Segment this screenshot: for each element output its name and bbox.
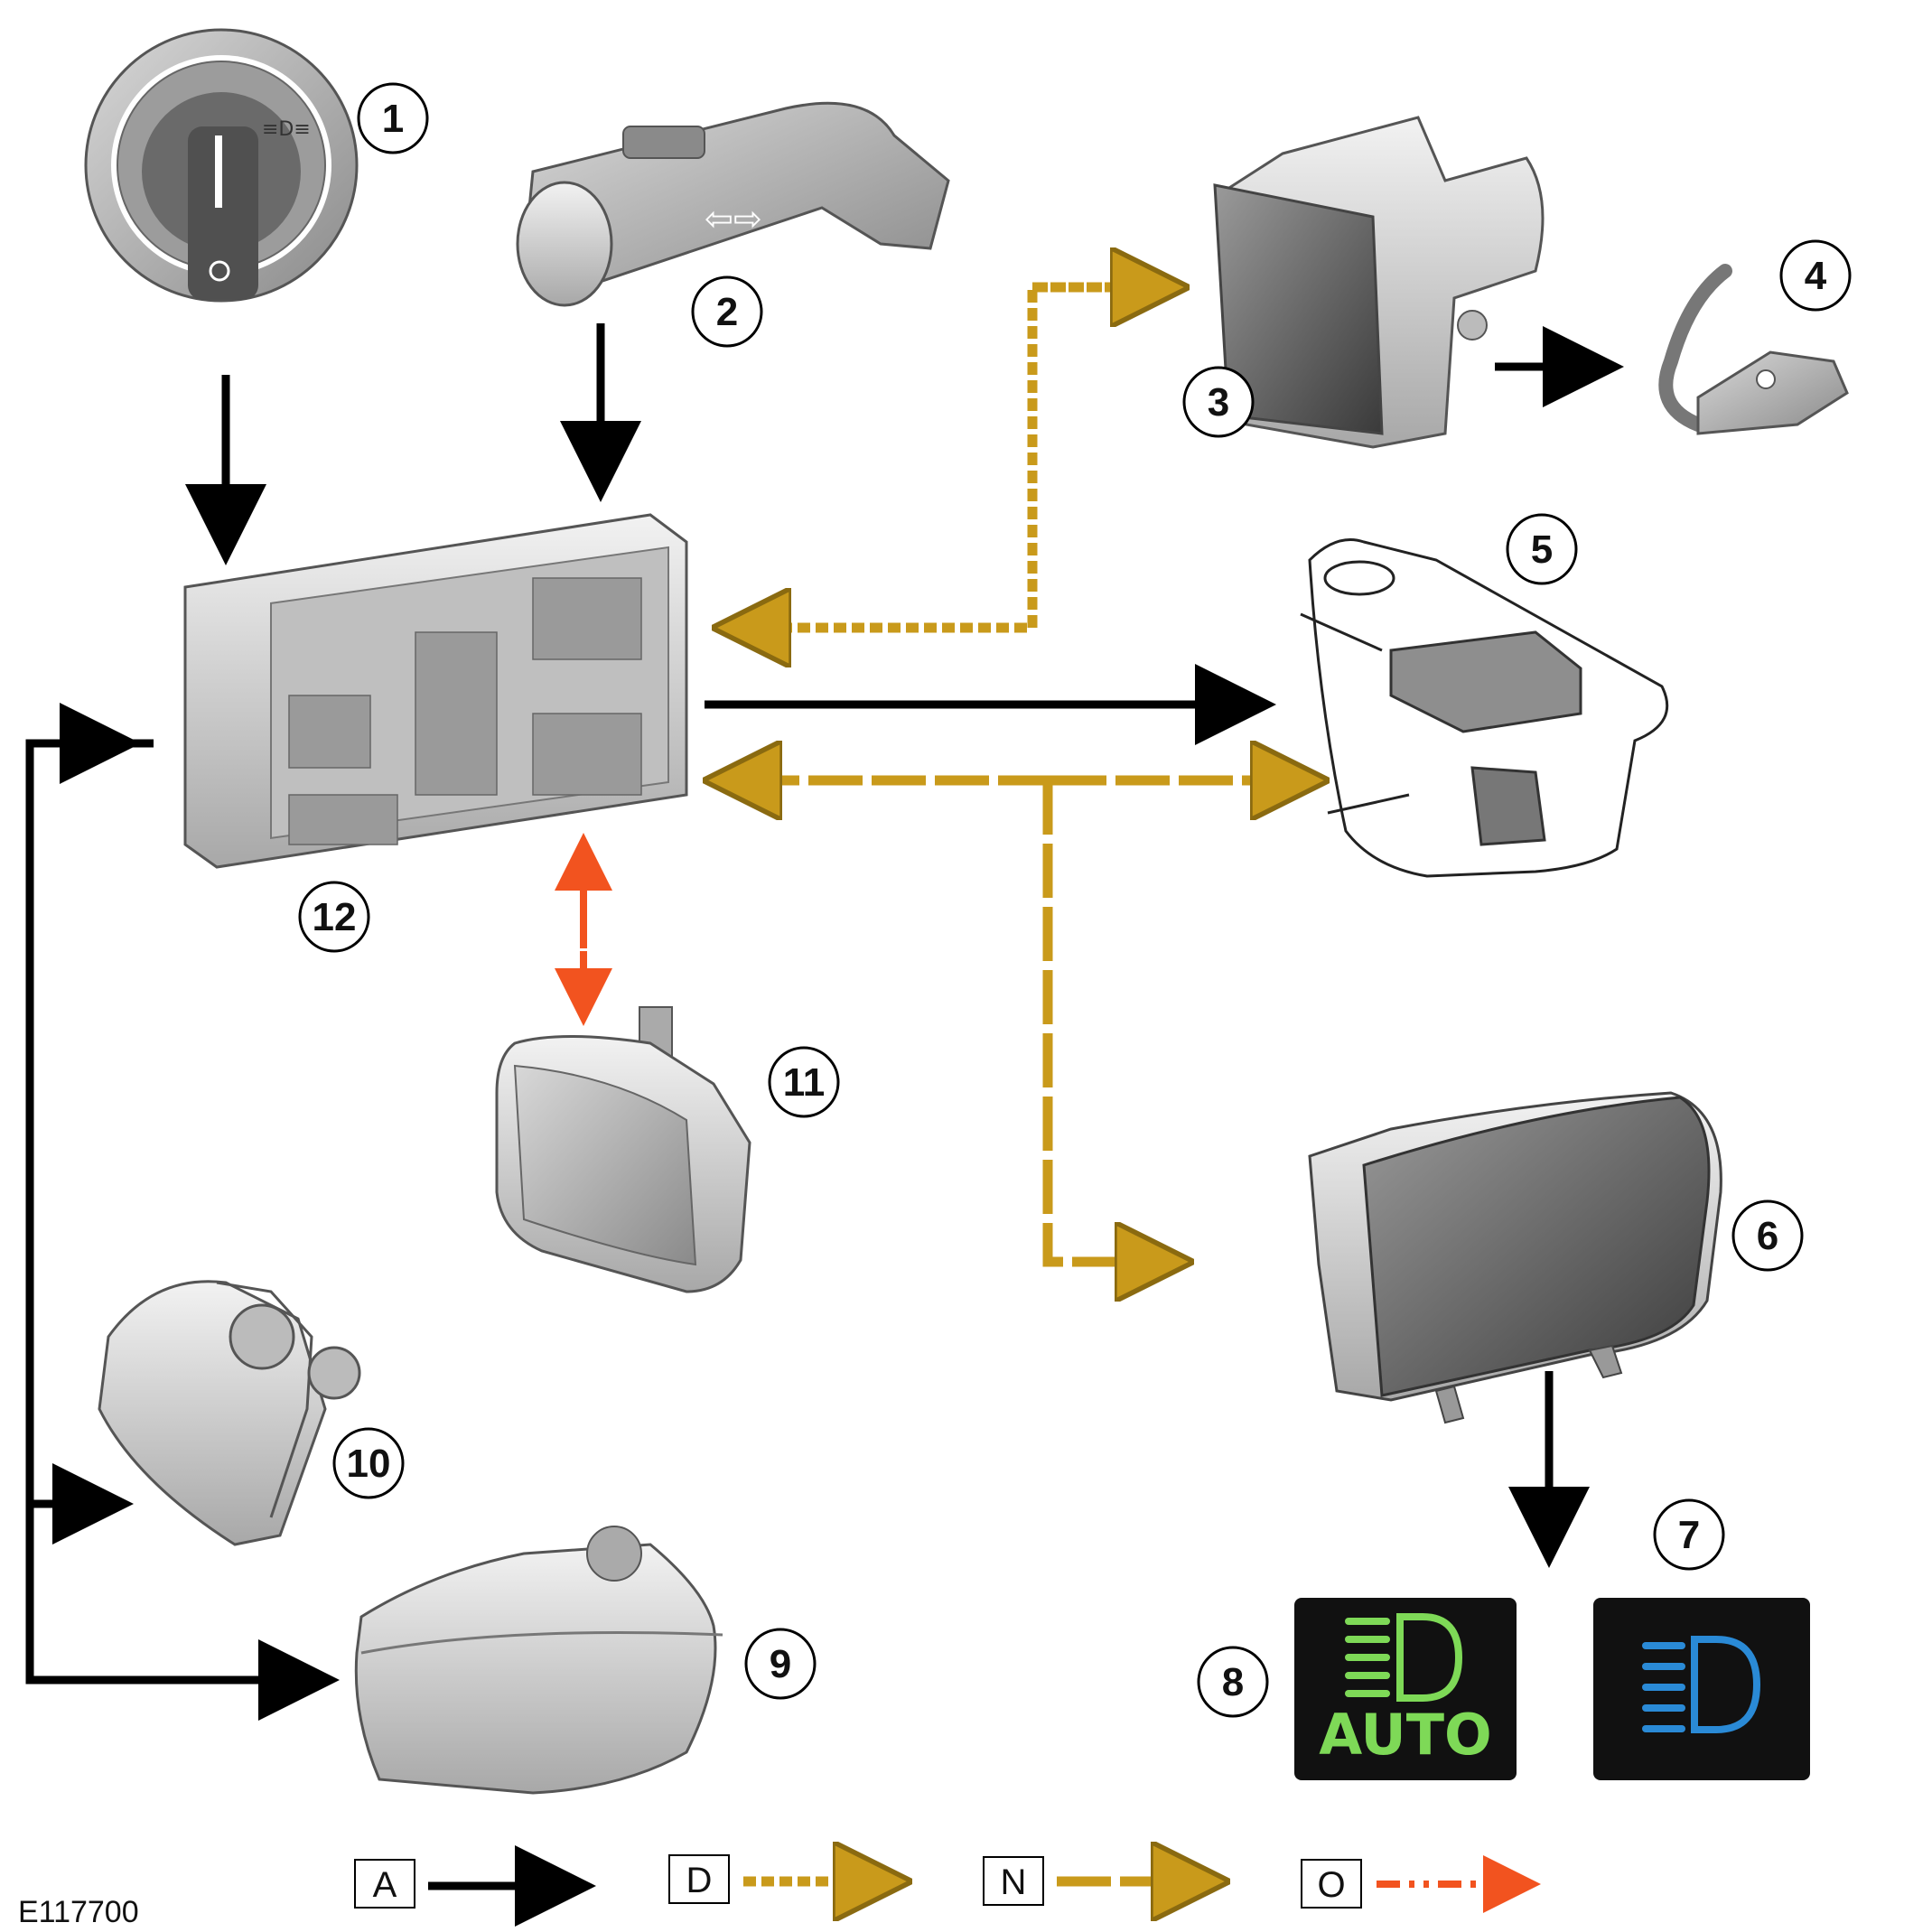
svg-text:5: 5 <box>1531 527 1553 572</box>
svg-text:O: O <box>1317 1865 1345 1905</box>
svg-text:6: 6 <box>1757 1214 1778 1258</box>
wheel-speed-sensor-icon <box>1658 264 1849 435</box>
svg-text:D: D <box>686 1861 713 1900</box>
svg-text:⇦⇨: ⇦⇨ <box>705 199 762 238</box>
legend-item-n: N <box>983 1857 1210 1905</box>
svg-text:≡D≡: ≡D≡ <box>262 118 311 141</box>
main-beam-indicator <box>1593 1598 1810 1780</box>
svg-text:9: 9 <box>770 1642 791 1686</box>
rain-light-sensor-icon <box>495 1006 751 1293</box>
callout-6: 6 <box>1731 1199 1804 1272</box>
svg-text:2: 2 <box>716 290 738 334</box>
callout-4: 4 <box>1779 239 1852 312</box>
svg-text:8: 8 <box>1222 1660 1244 1704</box>
central-junction-box-icon <box>183 513 688 869</box>
legend: A D N O <box>354 1845 1541 1927</box>
svg-text:7: 7 <box>1678 1513 1700 1557</box>
callout-3: 3 <box>1182 366 1255 438</box>
legend-item-o: O <box>1301 1855 1541 1913</box>
headlamp-assembly-icon <box>98 1280 361 1546</box>
svg-text:10: 10 <box>347 1442 391 1486</box>
svg-text:3: 3 <box>1208 380 1229 425</box>
svg-text:N: N <box>1001 1862 1027 1902</box>
callout-2: 2 <box>691 275 763 348</box>
callout-11: 11 <box>768 1046 840 1118</box>
callout-5: 5 <box>1506 513 1578 585</box>
auto-indicator-text: AUTO <box>1319 1702 1491 1768</box>
callout-7: 7 <box>1653 1498 1725 1571</box>
svg-text:4: 4 <box>1805 254 1827 298</box>
callout-10: 10 <box>332 1427 405 1499</box>
lighting-stalk-icon: ⇦⇨ <box>516 101 950 307</box>
front-fog-lamp-icon <box>354 1526 723 1795</box>
callout-9: 9 <box>744 1628 817 1700</box>
svg-text:A: A <box>373 1865 397 1905</box>
callout-12: 12 <box>298 881 370 953</box>
figure-reference: E117700 <box>18 1895 139 1929</box>
headlamp-switch-icon: ≡D≡ <box>84 28 359 303</box>
svg-text:12: 12 <box>313 895 357 939</box>
callout-1: 1 <box>357 82 429 154</box>
instrument-cluster-icon <box>1308 1091 1722 1424</box>
svg-text:1: 1 <box>382 97 404 141</box>
legend-item-d: D <box>668 1855 892 1903</box>
auto-headlamp-indicator: AUTO <box>1294 1598 1517 1780</box>
connection-lines <box>25 287 1624 1721</box>
abs-module-icon <box>1213 116 1545 449</box>
svg-text:11: 11 <box>783 1060 826 1105</box>
callout-labels: 1 2 3 4 5 6 7 8 9 10 11 12 <box>298 82 1852 1718</box>
callout-8: 8 <box>1197 1646 1269 1718</box>
legend-item-a: A <box>354 1845 596 1927</box>
headlamp-leveling-unit-icon <box>1300 538 1669 878</box>
